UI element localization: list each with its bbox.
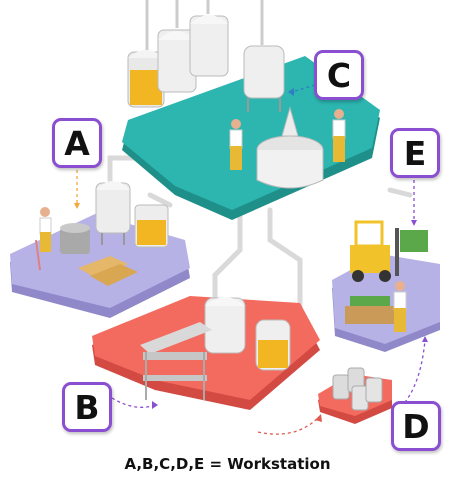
storage-tank: [243, 0, 285, 112]
lauter-tank: [134, 204, 169, 248]
worker-c-left: [229, 119, 243, 170]
worker-e: [393, 281, 407, 332]
brew-kettle: [256, 106, 324, 189]
bottle-crates: [345, 230, 428, 324]
grain-sacks: [78, 256, 138, 286]
barrel-rack: [140, 322, 212, 400]
forklift: [350, 220, 399, 282]
grain-mill: [60, 223, 90, 254]
caption: A,B,C,D,E = Workstation: [124, 455, 331, 473]
workstation-label-b: B: [62, 382, 112, 432]
workstation-label-e: E: [390, 128, 440, 178]
mash-tank: [95, 181, 131, 245]
worker-c-right: [332, 109, 346, 162]
worker-a: [35, 207, 52, 271]
conditioning-tank: [204, 297, 246, 354]
filtration-tank: [255, 319, 291, 371]
workstation-label-a: A: [52, 118, 102, 168]
pipes: [107, 155, 413, 323]
beer-kegs: [332, 367, 383, 411]
workstation-label-c: C: [314, 50, 364, 100]
workstation-label-d: D: [391, 401, 441, 451]
arrow-heads: [74, 88, 428, 422]
fermentation-tanks: [127, 0, 229, 108]
